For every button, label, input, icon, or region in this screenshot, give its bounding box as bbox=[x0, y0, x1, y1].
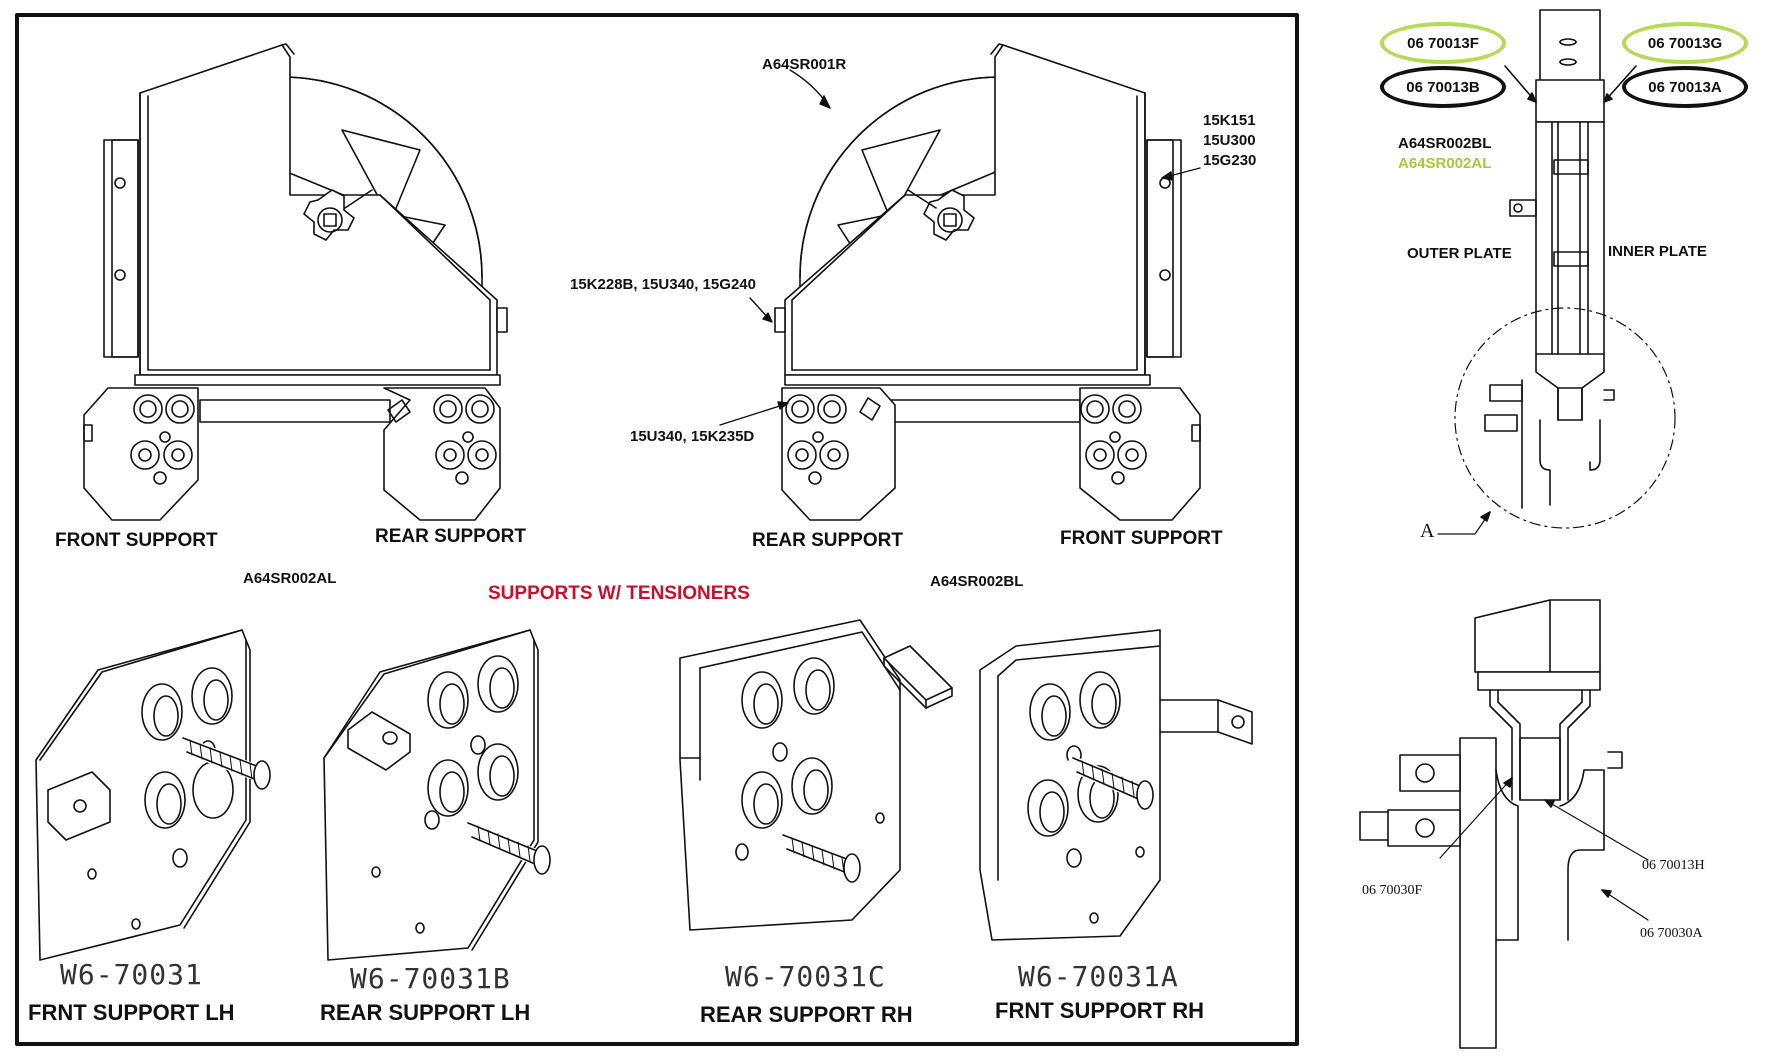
section-title: SUPPORTS W/ TENSIONERS bbox=[488, 583, 750, 604]
plate-rear-support-rh bbox=[679, 619, 953, 931]
part-name-1: FRNT SUPPORT LH bbox=[28, 1000, 235, 1025]
detail-label-a: 06 70030A bbox=[1640, 926, 1703, 941]
inner-plate-label: INNER PLATE bbox=[1608, 243, 1707, 260]
assembly-bl-label: A64SR002BL bbox=[1398, 135, 1492, 152]
outer-plate-label: OUTER PLATE bbox=[1407, 245, 1512, 262]
detail-label-h: 06 70013H bbox=[1642, 858, 1705, 873]
plate-rear-support-lh bbox=[323, 629, 551, 961]
detail-label-f: 06 70030F bbox=[1362, 883, 1423, 898]
bolt-callout-2: 15U300 bbox=[1203, 132, 1256, 149]
part-name-2: REAR SUPPORT LH bbox=[320, 1000, 531, 1025]
left-rear-support-label: REAR SUPPORT bbox=[375, 526, 526, 547]
bolt-callout-1: 15K151 bbox=[1203, 112, 1256, 129]
right-rear-support-label: REAR SUPPORT bbox=[752, 530, 903, 551]
main-panel-frame bbox=[15, 13, 1299, 1046]
part-code-3: W6-70031C bbox=[725, 960, 886, 993]
ellipse-label-green-left: 06 70013F bbox=[1380, 22, 1506, 64]
detail-view-drawing bbox=[1359, 599, 1649, 1049]
detail-marker-a: A bbox=[1420, 520, 1435, 542]
ellipse-label-black-left: 06 70013B bbox=[1380, 66, 1506, 108]
ellipse-label-green-right: 06 70013G bbox=[1622, 22, 1748, 64]
left-front-support-label: FRONT SUPPORT bbox=[55, 530, 218, 551]
part-code-1: W6-70031 bbox=[60, 958, 203, 991]
right-front-support-label: FRONT SUPPORT bbox=[1060, 528, 1223, 549]
part-name-3: REAR SUPPORT RH bbox=[700, 1002, 913, 1027]
leader-lines-top bbox=[719, 69, 1201, 426]
part-code-2: W6-70031B bbox=[350, 962, 511, 995]
mid-callout: 15K228B, 15U340, 15G240 bbox=[570, 276, 756, 293]
part-code-4: W6-70031A bbox=[1018, 960, 1179, 993]
right-assembly-drawing bbox=[774, 43, 1201, 521]
plate-frnt-support-rh bbox=[979, 629, 1253, 941]
left-assembly-drawing bbox=[83, 43, 508, 521]
side-view-drawing bbox=[1437, 9, 1676, 535]
reel-part-label: A64SR001R bbox=[762, 56, 847, 73]
right-assembly-part-number: A64SR002BL bbox=[930, 573, 1024, 590]
part-name-4: FRNT SUPPORT RH bbox=[995, 998, 1204, 1023]
lower-callout: 15U340, 15K235D bbox=[630, 428, 755, 445]
left-assembly-part-number: A64SR002AL bbox=[243, 570, 337, 587]
assembly-al-label: A64SR002AL bbox=[1398, 155, 1492, 172]
plate-frnt-support-lh bbox=[35, 629, 271, 961]
ellipse-label-black-right: 06 70013A bbox=[1622, 66, 1748, 108]
bolt-callout-3: 15G230 bbox=[1203, 152, 1257, 169]
